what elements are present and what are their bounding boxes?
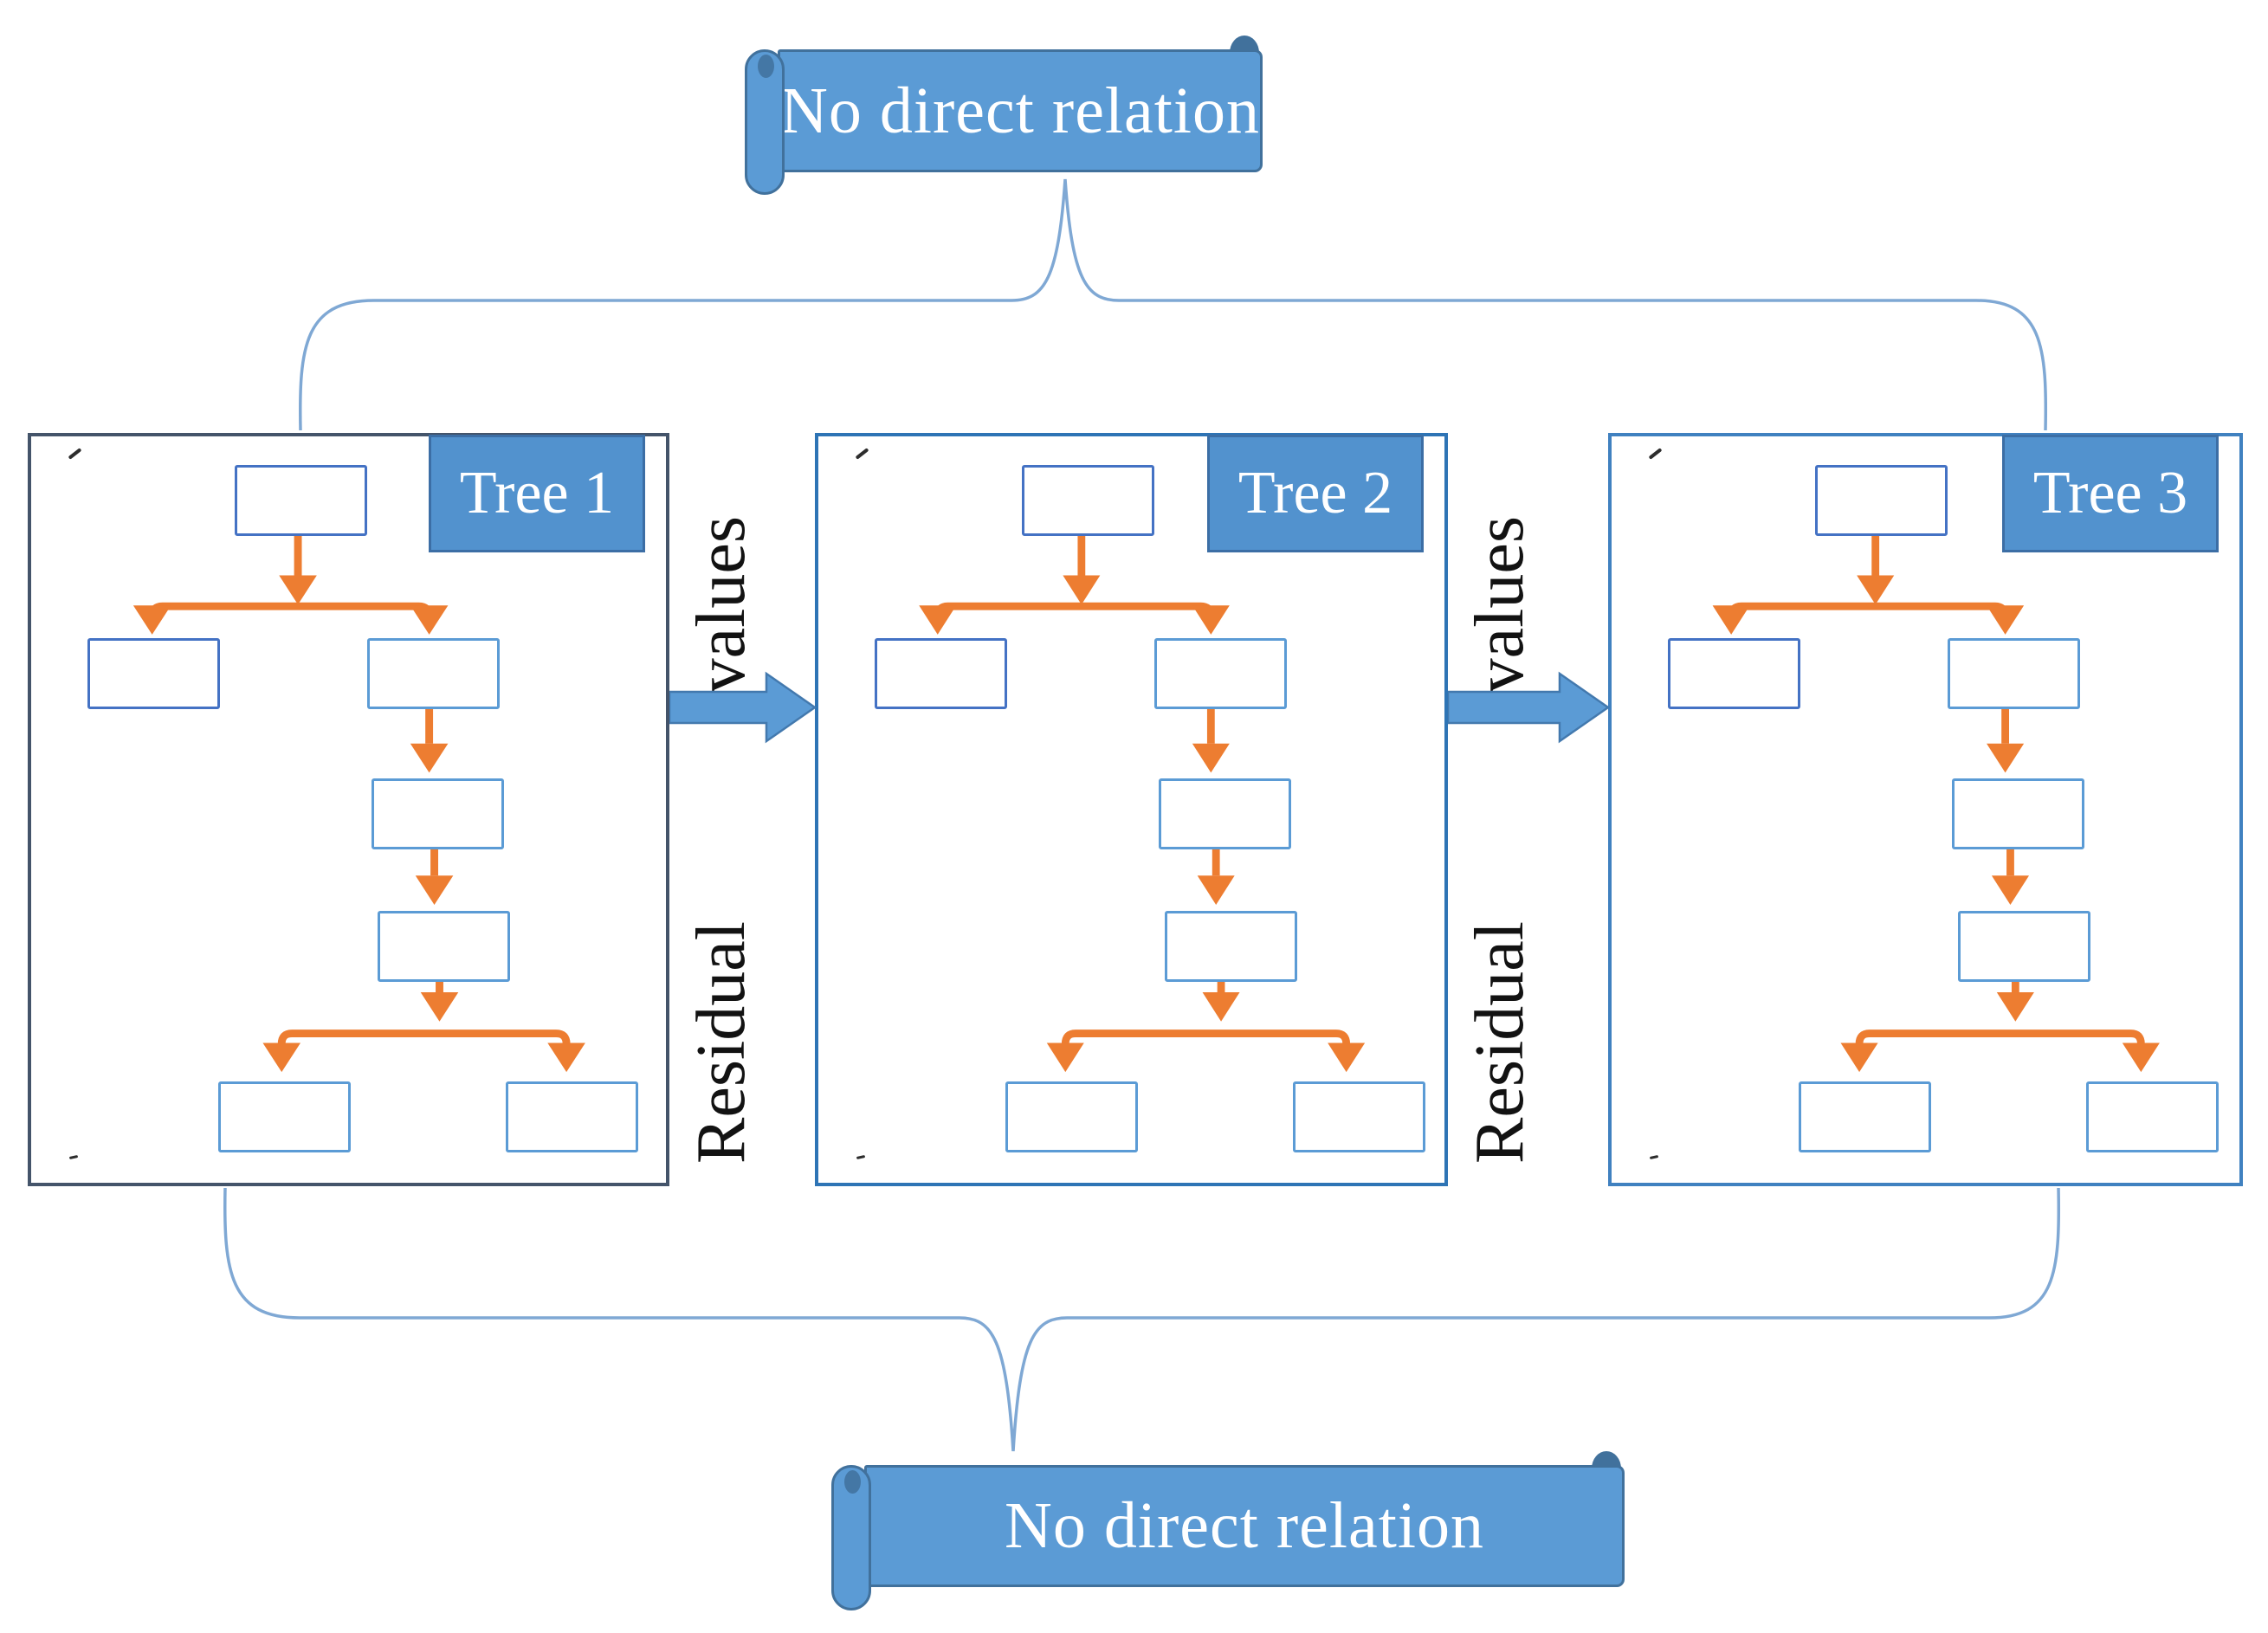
leaf-split-bar	[1061, 1030, 1351, 1051]
tree-arrows-layer	[919, 534, 1366, 1073]
orange-arrowhead-icon	[1197, 875, 1235, 905]
top-banner-body: No direct relation	[778, 49, 1263, 172]
tree-label: Tree 3	[2002, 435, 2219, 552]
orange-arrowhead-icon	[410, 743, 449, 773]
orange-arrowhead-icon	[1192, 605, 1230, 635]
tree-node-leaf-left	[1799, 1081, 1931, 1152]
bottom-banner-body: No direct relation	[864, 1465, 1625, 1587]
tree-node-right-child	[1154, 638, 1287, 709]
top-brace	[298, 178, 2048, 431]
orange-arrowhead-icon	[1202, 992, 1240, 1022]
orange-arrowhead-icon	[279, 575, 317, 605]
first-split-bar	[148, 602, 434, 623]
banner-scroll-roll-icon	[831, 1465, 871, 1610]
bottom-brace	[223, 1187, 2061, 1452]
tree-node-root	[1022, 465, 1154, 536]
tree-label: Tree 2	[1207, 435, 1424, 552]
tree-node-mid-2	[1165, 911, 1297, 982]
tree-node-leaf-left	[1005, 1081, 1138, 1152]
orange-arrowhead-icon	[262, 1042, 301, 1073]
first-split-bar	[934, 602, 1215, 623]
orange-arrowhead-icon	[1987, 743, 2025, 773]
orange-arrowhead-icon	[547, 1042, 585, 1073]
orange-arrowhead-icon	[1328, 1042, 1366, 1073]
tree-node-mid-1	[1952, 778, 2084, 849]
tree-label: Tree 1	[429, 435, 645, 552]
top-banner-text: No direct relation	[780, 74, 1261, 147]
tree-node-mid-1	[372, 778, 504, 849]
orange-arrowhead-icon	[1063, 575, 1101, 605]
tree-panel: Tree 1	[28, 433, 669, 1186]
orange-arrowhead-icon	[1712, 605, 1750, 635]
orange-arrowhead-icon	[415, 875, 454, 905]
tree-node-root	[235, 465, 367, 536]
tree-node-right-child	[1948, 638, 2080, 709]
values-word: values	[1461, 516, 1538, 694]
residual-word: Residual	[682, 921, 759, 1164]
tree-node-right-child	[367, 638, 500, 709]
tree-node-leaf-right	[1293, 1081, 1425, 1152]
banner-scroll-roll-icon	[745, 49, 785, 195]
orange-arrowhead-icon	[1857, 575, 1895, 605]
tree-panel: Tree 3	[1608, 433, 2243, 1186]
tree-node-mid-2	[378, 911, 510, 982]
tree-node-mid-2	[1958, 911, 2090, 982]
tree-node-leaf-right	[506, 1081, 638, 1152]
tree-node-root	[1815, 465, 1948, 536]
orange-arrowhead-icon	[1046, 1042, 1084, 1073]
tree-arrows-layer	[1712, 534, 2160, 1073]
tree-node-leaf-right	[2086, 1081, 2219, 1152]
tree-node-left-child	[1668, 638, 1800, 709]
tree-panel: Tree 2	[815, 433, 1448, 1186]
leaf-split-bar	[1855, 1030, 2145, 1051]
orange-arrowhead-icon	[1996, 992, 2034, 1022]
orange-arrowhead-icon	[1987, 605, 2025, 635]
orange-arrowhead-icon	[410, 605, 449, 635]
orange-arrowhead-icon	[132, 605, 171, 635]
leaf-split-bar	[277, 1030, 571, 1051]
orange-arrowhead-icon	[1192, 743, 1230, 773]
values-word: values	[682, 516, 759, 694]
top-banner: No direct relation	[745, 36, 1263, 195]
orange-arrowhead-icon	[420, 992, 459, 1022]
first-split-bar	[1727, 602, 2010, 623]
tree-arrows-layer	[132, 534, 585, 1073]
residual-values-label: Residual values	[674, 433, 769, 1186]
orange-arrowhead-icon	[2122, 1042, 2160, 1073]
residual-values-label: Residual values	[1452, 433, 1548, 1186]
tree-node-left-child	[875, 638, 1007, 709]
tree-node-left-child	[87, 638, 220, 709]
orange-arrowhead-icon	[919, 605, 957, 635]
tree-node-leaf-left	[218, 1081, 351, 1152]
tree-node-mid-1	[1159, 778, 1291, 849]
bottom-banner: No direct relation	[831, 1451, 1625, 1610]
residual-word: Residual	[1461, 921, 1538, 1164]
bottom-banner-text: No direct relation	[1004, 1489, 1484, 1562]
orange-arrowhead-icon	[1991, 875, 2030, 905]
orange-arrowhead-icon	[1840, 1042, 1878, 1073]
